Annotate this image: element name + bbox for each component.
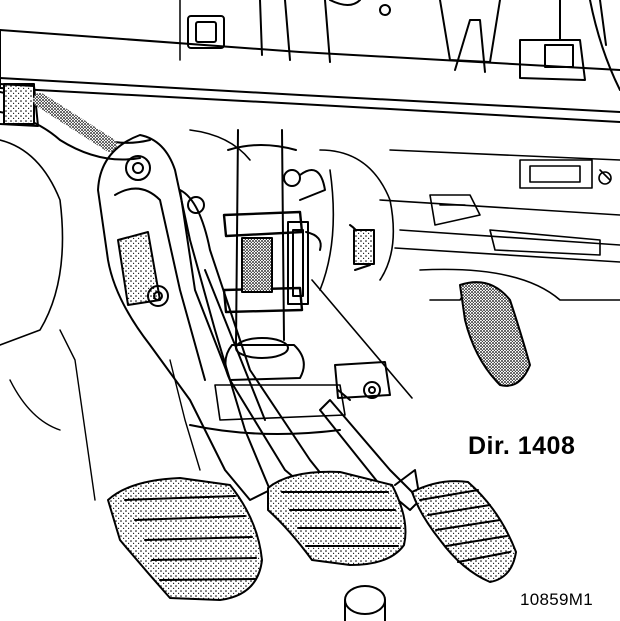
pedal-pivot-mount (334, 361, 391, 401)
figure-reference-code: 10859M1 (520, 590, 593, 609)
dashboard-beam (0, 0, 620, 123)
steering-column (227, 129, 375, 346)
clutch-pedal-lever (97, 134, 271, 501)
lower-body-lines (9, 329, 201, 501)
brake-pedal-lever (179, 189, 331, 496)
bulkhead-contours (0, 129, 620, 346)
left-pedal-pad (107, 477, 263, 601)
lower-fixing (344, 585, 386, 621)
right-pedal-pad (411, 480, 517, 583)
column-clamp (222, 210, 322, 314)
centre-pedal-pad (267, 470, 407, 566)
side-release-knob (459, 281, 531, 387)
direction-label: Dir. 1408 (468, 432, 576, 460)
left-cable (0, 83, 151, 161)
leader-line (311, 279, 413, 399)
column-boot (189, 337, 346, 435)
